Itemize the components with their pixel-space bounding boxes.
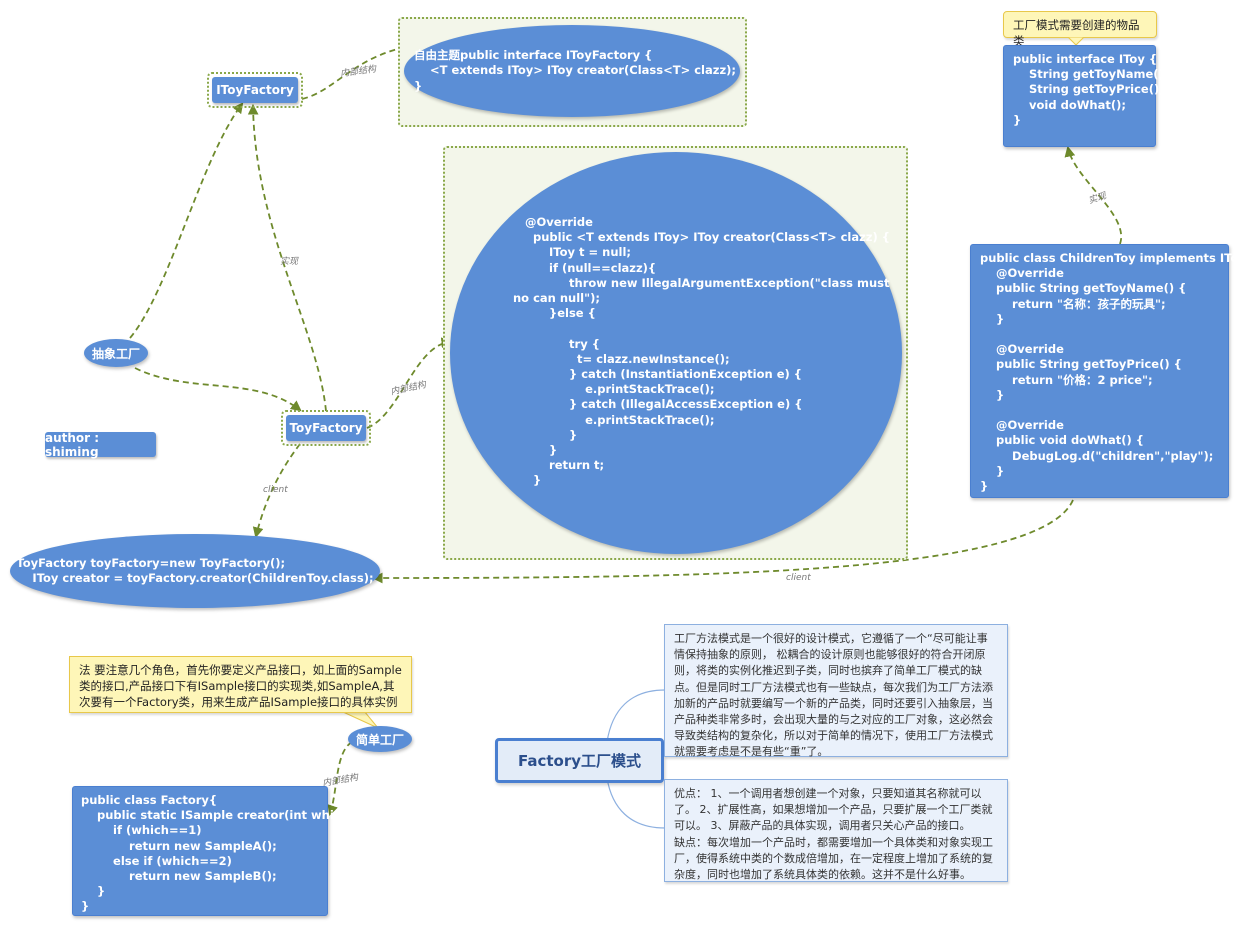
toyfactory-node-frame [281, 410, 371, 446]
itoy-callout-tail [1068, 37, 1084, 46]
itoyfactory-code: 自由主题public interface IToyFactory { <T ex… [414, 48, 736, 93]
link-toyfactory-to-impl [366, 337, 453, 429]
factory-code-box[interactable]: public class Factory{ public static ISam… [72, 786, 362, 916]
toyfactory-impl-ellipse[interactable]: @Override public <T extends IToy> IToy c… [450, 152, 902, 554]
link-simple-to-factory [327, 741, 353, 817]
client-code-ellipse[interactable]: ToyFactory toyFactory=new ToyFactory(); … [10, 534, 380, 608]
author-label: author : shiming [45, 431, 156, 459]
link-central-to-proscons [606, 777, 666, 829]
label-client-1: client [263, 485, 288, 495]
link-central-to-desc [606, 689, 666, 743]
itoyfactory-code-ellipse[interactable]: 自由主题public interface IToyFactory { <T ex… [404, 25, 740, 117]
link-toyfactory-to-client [252, 443, 301, 539]
toyfactory-node[interactable]: ToyFactory [286, 415, 366, 441]
pros-cons-note: 优点： 1、一个调用者想创建一个对象，只要知道其名称就可以了。 2、扩展性高，如… [664, 779, 1008, 882]
itoyfactory-node-frame [207, 72, 303, 108]
itoyfactory-node[interactable]: IToyFactory [212, 77, 298, 103]
link-abstract-to-itoyfactory [129, 102, 244, 339]
central-topic[interactable]: Factory工厂模式 [495, 738, 664, 783]
link-toyfactory-to-itoyfactory [247, 103, 327, 412]
children-toy-box[interactable]: public class ChildrenToy implements IToy… [970, 244, 1240, 498]
toyfactory-impl-code: @Override public <T extends IToy> IToy c… [513, 215, 890, 488]
link-childrentoy-to-itoy [1064, 145, 1123, 245]
simple-factory-node[interactable]: 简单工厂 [348, 726, 412, 752]
abstract-factory-node[interactable]: 抽象工厂 [84, 339, 148, 367]
label-client-2: client [786, 573, 811, 583]
itoy-interface-box[interactable]: public interface IToy { String getToyNam… [1003, 45, 1168, 147]
description-note: 工厂方法模式是一个很好的设计模式，它遵循了一个“尽可能让事情保持抽象的原则， 松… [664, 624, 1008, 758]
label-implement-1: 实现 [280, 257, 299, 267]
link-abstract-to-toyfactory [134, 367, 302, 412]
itoy-callout: 工厂模式需要创建的物品类 [1003, 11, 1157, 48]
simple-factory-callout: 法 要注意几个角色，首先你要定义产品接口，如上面的Sample类的接口,产品接口… [69, 656, 412, 713]
link-childrentoy-to-client [371, 499, 1074, 584]
client-code: ToyFactory toyFactory=new ToyFactory(); … [16, 555, 374, 585]
